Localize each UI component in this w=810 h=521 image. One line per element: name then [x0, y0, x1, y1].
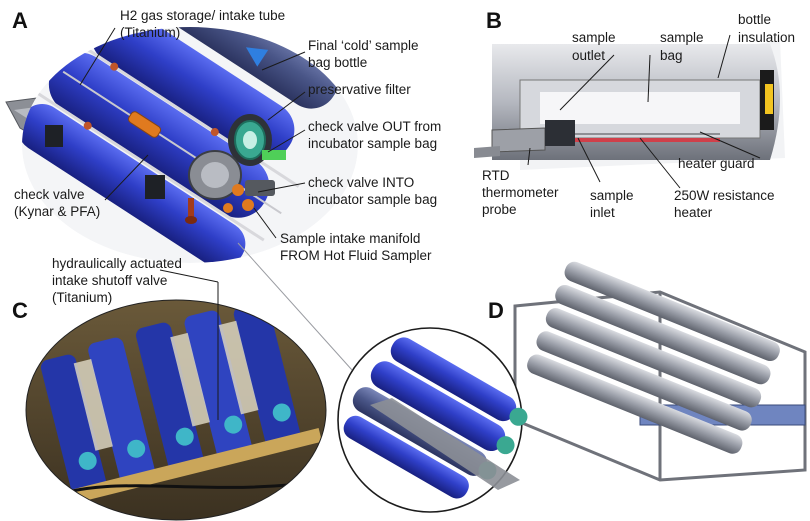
label-final-bottle: Final ‘cold’ sample bag bottle: [308, 38, 422, 70]
check-valve-into: [232, 184, 244, 196]
check-valve-kynar: [128, 111, 162, 138]
label-bottle-insulation: bottle insulation: [738, 12, 795, 45]
leader-lines: [79, 27, 761, 420]
sample-intake-manifold: [245, 180, 275, 196]
panel-label-c: C: [12, 298, 28, 323]
label-check-valve-into: check valve INTO incubator sample bag: [308, 175, 437, 207]
label-intake-manifold: Sample intake manifold FROM Hot Fluid Sa…: [280, 231, 432, 263]
panel-label-a: A: [12, 8, 28, 33]
panel-label-b: B: [486, 8, 502, 33]
panel-d-illustration: [237, 242, 807, 513]
panel-a-illustration: [5, 27, 358, 263]
check-valve-out: [262, 150, 286, 160]
label-heater-guard: heater guard: [678, 156, 755, 171]
label-sample-bag: sample bag: [660, 30, 707, 63]
label-preservative-filter: preservative filter: [308, 82, 411, 97]
panel-b-illustration: [474, 40, 785, 170]
label-check-valve-kynar: check valve (Kynar & PFA): [14, 187, 100, 219]
panel-c-photo-border: [25, 299, 327, 521]
end-cap-assembly: [185, 114, 286, 224]
rtd-probe: [474, 146, 500, 158]
label-check-valve-out: check valve OUT from incubator sample ba…: [308, 119, 445, 151]
panel-label-d: D: [488, 298, 504, 323]
label-resistance-heater: 250W resistance heater: [674, 188, 778, 220]
sample-outlet-port: [491, 127, 546, 153]
label-sample-inlet: sample inlet: [590, 188, 637, 220]
callout-connector: [237, 242, 353, 371]
label-h2-tube: H2 gas storage/ intake tube (Titanium): [120, 8, 289, 40]
label-shutoff-valve: hydraulically actuated intake shutoff va…: [52, 256, 186, 305]
label-sample-outlet: sample outlet: [572, 30, 619, 63]
cylinder-blue-3: [22, 104, 246, 263]
sample-bag: [540, 92, 740, 124]
cylinder-sample-bag-bottle: [144, 27, 339, 109]
label-rtd-probe: RTD thermometer probe: [482, 168, 562, 217]
panel-c-photo: [25, 299, 327, 521]
